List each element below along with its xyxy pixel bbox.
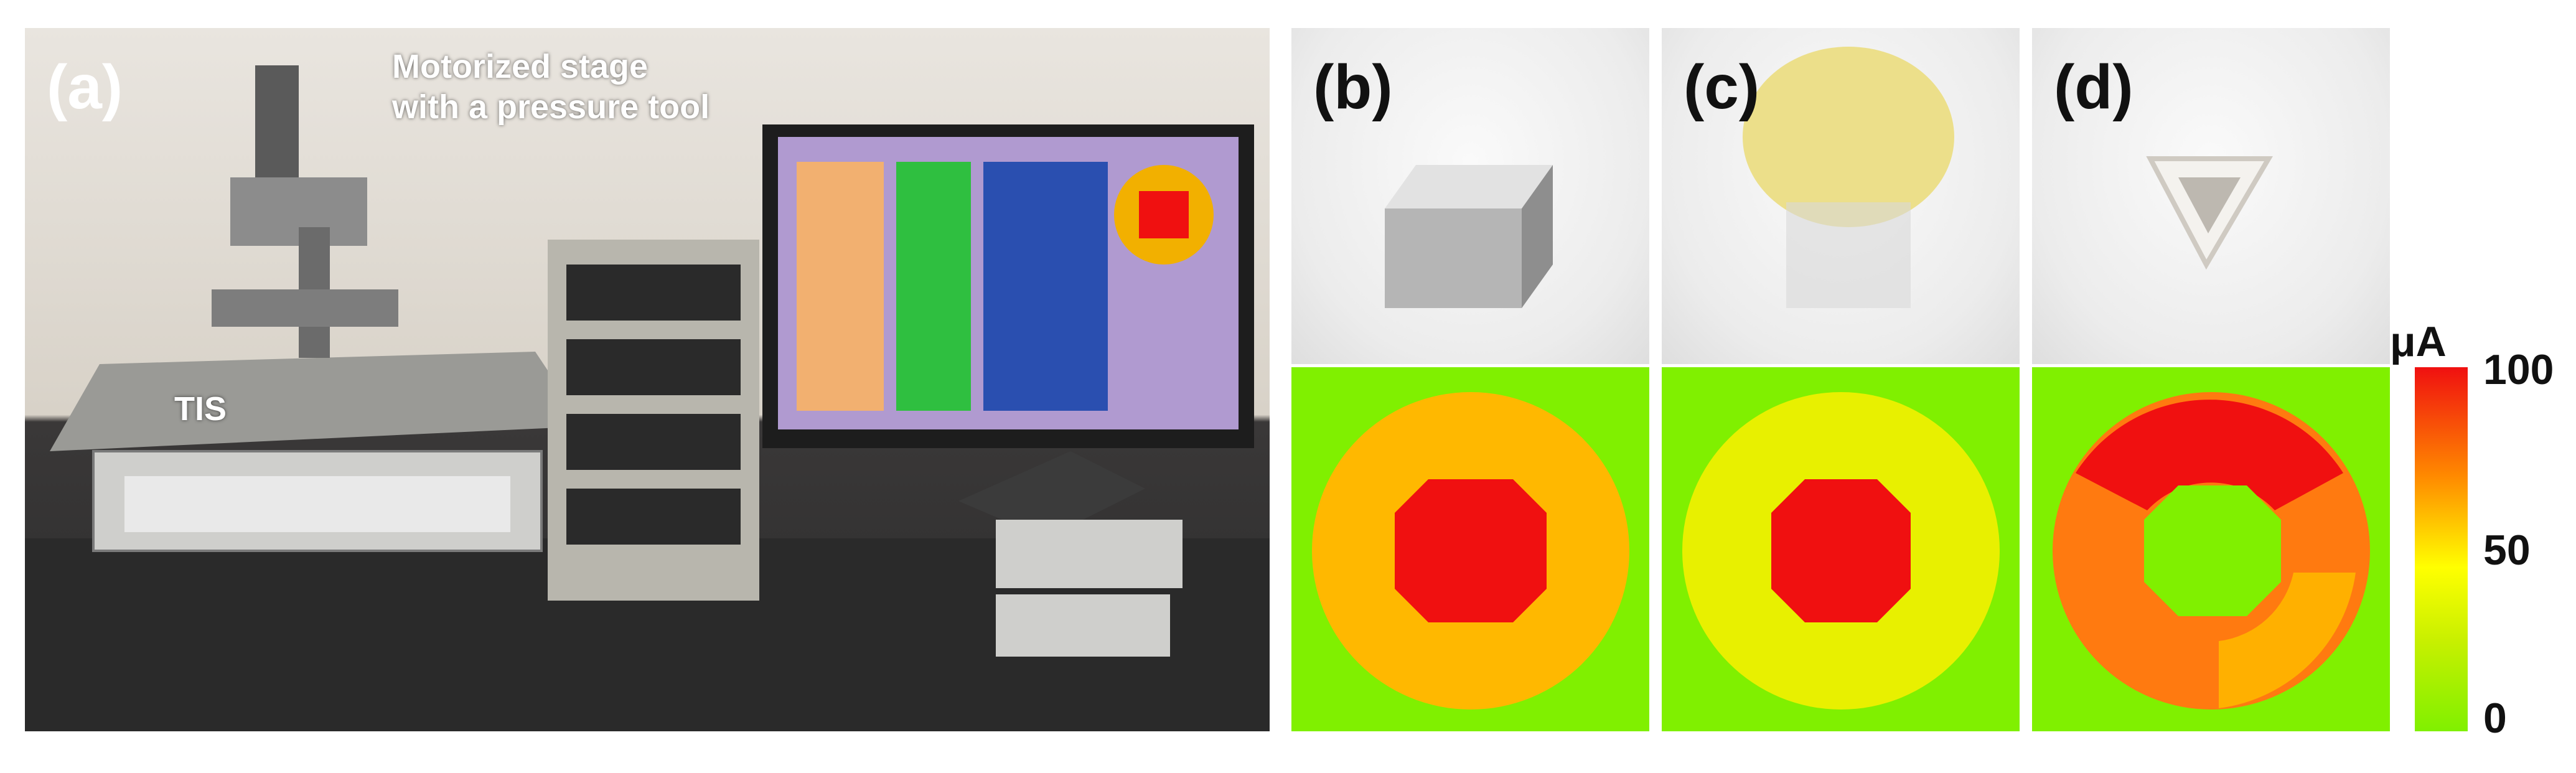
map-b xyxy=(1291,367,1649,731)
photo-b-cube: (b) xyxy=(1291,28,1649,364)
triangle-object xyxy=(2146,156,2273,270)
panel-label-b: (b) xyxy=(1313,52,1393,122)
map-d-center-hole xyxy=(2144,485,2281,616)
colorbar xyxy=(2415,367,2468,731)
map-d-svg xyxy=(2053,392,2370,710)
photo-c-dome: (c) xyxy=(1662,28,2020,364)
annotation-stage-line-1: Motorized stage xyxy=(392,48,649,85)
map-b-center xyxy=(1395,479,1547,622)
annotation-tis: TIS xyxy=(174,390,227,428)
panel-label-c: (c) xyxy=(1684,52,1760,122)
map-c-center xyxy=(1771,479,1911,622)
setup-illustration xyxy=(25,65,1270,731)
cube-object xyxy=(1385,165,1553,308)
annotation-stage: Motorized stage with a pressure tool xyxy=(392,47,710,128)
colorbar-tick-50: 50 xyxy=(2483,527,2531,574)
map-d-lower-right xyxy=(2219,573,2356,708)
map-c xyxy=(1662,367,2020,731)
map-b-svg xyxy=(1312,392,1629,710)
setup-photo: (a) Motorized stage with a pressure tool… xyxy=(25,28,1270,731)
colorbar-tick-0: 0 xyxy=(2483,695,2507,742)
map-d xyxy=(2032,367,2390,731)
dome-object xyxy=(1743,47,1954,308)
annotation-stage-line-2: with a pressure tool xyxy=(392,88,710,126)
map-c-svg xyxy=(1682,392,2000,710)
panel-label-d: (d) xyxy=(2054,52,2133,122)
panel-label-a: (a) xyxy=(47,52,123,122)
photo-d-triangle: (d) xyxy=(2032,28,2390,364)
map-d-top-red xyxy=(2076,400,2343,510)
colorbar-tick-100: 100 xyxy=(2483,346,2554,393)
colorbar-unit: μA xyxy=(2390,318,2447,365)
